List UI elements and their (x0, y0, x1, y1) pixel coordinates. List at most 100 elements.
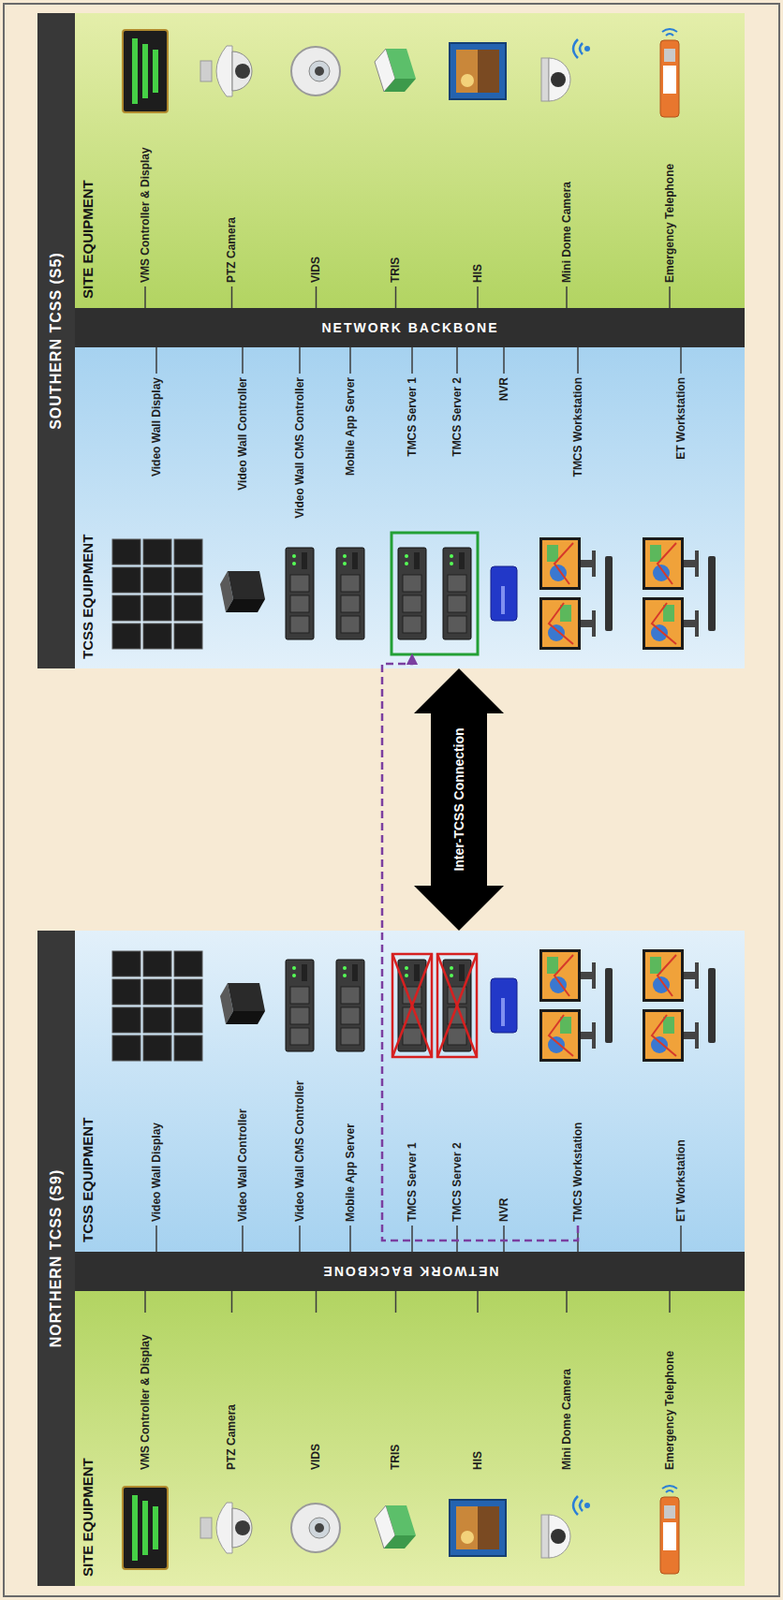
tris-icon (374, 1506, 416, 1550)
item-label: VIDS (309, 1313, 323, 1475)
leader-line (502, 1226, 505, 1253)
equipment-panel: Video Wall Display Video Wall Controller V… (74, 347, 745, 669)
equipment-item: NVR (485, 945, 523, 1227)
workstation-icon (642, 537, 716, 651)
leader-line (241, 347, 244, 374)
leader-line (349, 1226, 352, 1253)
leader-line (456, 1226, 458, 1253)
item-label: Video Wall Display (149, 1076, 163, 1227)
item-label: VMS Controller & Display (138, 1313, 152, 1475)
equipment-item: VMS Controller & Display (107, 24, 183, 287)
connection-label: Inter-TCSS Connection (449, 723, 469, 875)
leader-line (395, 286, 398, 309)
section-title: SOUTHERN TCSS (S5) (37, 13, 75, 669)
leader-line (231, 286, 234, 309)
equipment-item: Mobile App Server (327, 373, 373, 655)
equipment-item: NVR (485, 373, 523, 655)
equipment-item: VIDS (280, 1313, 352, 1576)
equipment-item: TMCS Server 2 (436, 945, 478, 1227)
leader-line (668, 286, 671, 309)
connection-label-holder: Inter-TCSS Connection (449, 723, 469, 875)
item-label: ET Workstation (674, 1076, 688, 1227)
controller-icon (220, 571, 266, 613)
equipment-item: VMS Controller & Display (107, 1313, 183, 1576)
leader-line (411, 347, 414, 374)
item-label: TRIS (388, 125, 402, 287)
equipment-item: TMCS Server 1 (391, 373, 433, 655)
item-label: NVR (497, 373, 511, 524)
mini-dome-icon (541, 1496, 591, 1559)
server-icon (336, 960, 365, 1052)
server-icon (336, 547, 365, 640)
backbone-label: NETWORK BACKBONE (321, 320, 499, 336)
leader-line (679, 1226, 682, 1253)
workstation-icon (539, 537, 613, 651)
leader-line (502, 347, 505, 374)
item-label: Video Wall Controller (236, 1076, 250, 1227)
leader-line (144, 286, 147, 309)
item-label: PTZ Camera (224, 125, 238, 287)
leader-line (298, 1226, 301, 1253)
equipment-item: TRIS (360, 24, 431, 287)
equipment-item: Video Wall CMS Controller (277, 945, 323, 1227)
failed-server-mark (392, 954, 477, 1058)
video-wall-icon (112, 539, 203, 650)
leader-line (349, 347, 352, 374)
equipment-item: TMCS Server 1 (391, 945, 433, 1227)
item-label: VMS Controller & Display (138, 125, 152, 287)
item-label: TMCS Server 1 (405, 373, 419, 524)
item-label: Video Wall Controller (236, 373, 250, 524)
equipment-item: Emergency Telephone (618, 24, 722, 287)
item-label: PTZ Camera (224, 1313, 238, 1475)
item-label: Video Wall Display (149, 373, 163, 524)
equipment-item: Mini Dome Camera (524, 1313, 609, 1576)
equipment-panel: Video Wall Display Video Wall Controller V… (74, 930, 745, 1253)
item-label: HIS (471, 125, 485, 287)
workstation-icon (642, 949, 716, 1063)
equipment-panel: VMS Controller & DisplayPTZ CameraVIDSTR… (74, 13, 745, 309)
tcss-section: Video Wall Display Video Wall Controller V… (37, 13, 745, 669)
equipment-item: Video Wall Controller (213, 373, 272, 655)
item-label: NVR (497, 1076, 511, 1227)
video-wall-icon (112, 951, 203, 1062)
item-label: TMCS Workstation (571, 1076, 585, 1227)
equipment-item: Mobile App Server (327, 945, 373, 1227)
his-icon (449, 43, 506, 100)
leader-line (395, 1291, 398, 1314)
equipment-panel: VMS Controller & Display PTZ Camera VIDS TR… (74, 1291, 745, 1587)
equipment-item: TMCS Workstation (530, 373, 626, 655)
panel-heading: TCSS EQUIPMENT (74, 525, 101, 669)
ptz-camera-icon (200, 1503, 252, 1554)
item-label: TRIS (388, 1313, 402, 1475)
panel-heading: TCSS EQUIPMENT (74, 1108, 101, 1253)
equipment-item: ET Workstation (633, 373, 729, 655)
equipment-item: Video Wall Controller (213, 945, 272, 1227)
leader-line (565, 286, 568, 309)
item-label: ET Workstation (674, 373, 688, 524)
vms-icon (122, 1487, 168, 1570)
equipment-item: TMCS Server 2 (436, 373, 478, 655)
site-panel-ground (74, 13, 745, 309)
leader-line (241, 1226, 244, 1253)
item-label: HIS (471, 1313, 485, 1475)
leader-line (155, 347, 158, 374)
panel-heading: SITE EQUIPMENT (74, 170, 101, 309)
section-title: NORTHERN TCSS (S9) (37, 930, 75, 1587)
item-label: Video Wall CMS Controller (293, 1076, 307, 1227)
item-label: Emergency Telephone (663, 125, 677, 287)
item-label: TMCS Workstation (571, 373, 585, 524)
item-label: Mobile App Server (343, 373, 357, 524)
equipment-item: TRIS (360, 1313, 431, 1576)
equipment-item: Video Wall CMS Controller (277, 373, 323, 655)
server-icon (285, 960, 314, 1052)
item-label: Mini Dome Camera (560, 1313, 574, 1475)
leader-line (476, 1291, 479, 1314)
page-frame (3, 3, 780, 1597)
item-label: TMCS Server 2 (450, 373, 464, 524)
equipment-item: PTZ Camera (192, 1313, 272, 1576)
leader-line (668, 1291, 671, 1314)
equipment-item: TMCS Workstation (530, 945, 626, 1227)
nvr-icon (490, 978, 518, 1034)
